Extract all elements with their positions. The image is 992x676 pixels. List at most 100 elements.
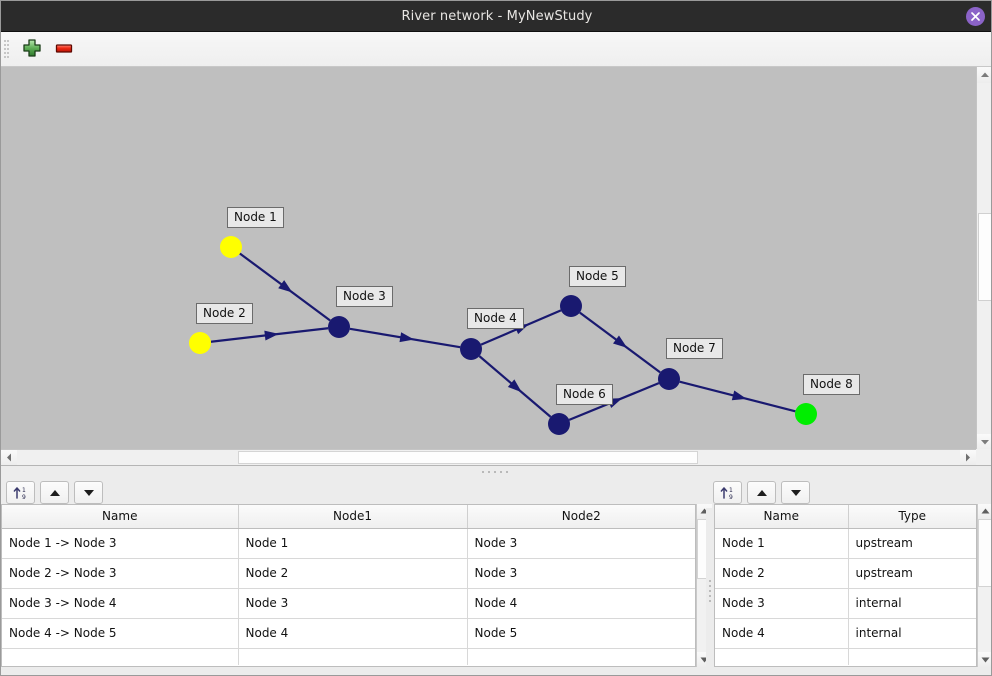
table-cell[interactable]: Node 1 <box>715 528 849 559</box>
close-icon[interactable] <box>966 7 985 26</box>
diagram-vscroll-thumb[interactable] <box>978 213 991 301</box>
reaches-move-up-button[interactable] <box>40 481 69 504</box>
table-cell[interactable]: Node 4 -> Node 5 <box>2 618 239 649</box>
table-cell[interactable]: Node 1 <box>238 528 468 559</box>
graph-node-node7[interactable] <box>658 368 680 390</box>
table-cell-empty <box>467 648 695 665</box>
nodes-vertical-scrollbar[interactable] <box>977 504 991 667</box>
table-cell[interactable]: upstream <box>848 528 976 559</box>
scroll-down-icon[interactable] <box>977 434 991 450</box>
table-cell[interactable]: upstream <box>848 558 976 589</box>
svg-text:9: 9 <box>22 494 26 501</box>
arrow-icon <box>613 335 628 348</box>
red-rectangle-icon[interactable] <box>51 37 77 61</box>
column-header-node1[interactable]: Node1 <box>238 505 468 529</box>
table-cell[interactable]: Node 3 <box>467 558 695 589</box>
scroll-right-icon[interactable] <box>960 450 976 465</box>
table-cell[interactable]: Node 2 <box>715 558 849 589</box>
svg-text:1: 1 <box>729 487 733 494</box>
splitter-grip-icon <box>709 580 712 602</box>
node-label-node4[interactable]: Node 4 <box>467 308 524 329</box>
column-header-name[interactable]: Name <box>2 505 239 529</box>
arrow-icon <box>507 379 522 393</box>
table-cell[interactable]: internal <box>848 588 976 619</box>
graph-node-node8[interactable] <box>795 403 817 425</box>
graph-node-node6[interactable] <box>548 413 570 435</box>
arrow-icon <box>264 330 279 341</box>
nodes-vscroll-thumb[interactable] <box>978 519 991 587</box>
reaches-move-down-button[interactable] <box>74 481 103 504</box>
horizontal-splitter[interactable] <box>1 466 991 478</box>
table-cell-empty <box>2 648 239 665</box>
nodes-toolbar: 1 9 <box>713 478 991 508</box>
table-cell[interactable]: Node 5 <box>467 618 695 649</box>
graph-node-node3[interactable] <box>328 316 350 338</box>
table-cell[interactable]: Node 3 <box>467 528 695 559</box>
svg-text:1: 1 <box>22 487 26 494</box>
table-cell[interactable]: Node 4 <box>467 588 695 619</box>
table-cell[interactable]: Node 4 <box>715 618 849 649</box>
graph-node-node5[interactable] <box>560 295 582 317</box>
node-label-node2[interactable]: Node 2 <box>196 303 253 324</box>
nodes-sort-button[interactable]: 1 9 <box>713 481 742 504</box>
table-row-empty[interactable] <box>2 648 695 665</box>
reaches-sort-button[interactable]: 1 9 <box>6 481 35 504</box>
graph-node-node1[interactable] <box>220 236 242 258</box>
node-label-node7[interactable]: Node 7 <box>666 338 723 359</box>
scroll-left-icon[interactable] <box>1 450 17 465</box>
graph-node-node4[interactable] <box>460 338 482 360</box>
network-graph <box>189 236 817 435</box>
scroll-up-icon[interactable] <box>978 504 991 519</box>
node-label-node5[interactable]: Node 5 <box>569 266 626 287</box>
vertical-splitter[interactable] <box>706 508 714 668</box>
title-bar: River network - MyNewStudy <box>1 1 991 32</box>
window-title: River network - MyNewStudy <box>401 9 593 24</box>
scroll-down-icon[interactable] <box>978 652 991 667</box>
node-label-node6[interactable]: Node 6 <box>556 384 613 405</box>
arrow-icon <box>731 390 747 401</box>
graph-node-node2[interactable] <box>189 332 211 354</box>
table-cell[interactable]: Node 1 -> Node 3 <box>2 528 239 559</box>
network-diagram-canvas[interactable]: Node 1 Node 2 Node 3 Node 4 Node 5 Node 6 Node… <box>1 67 976 450</box>
scroll-up-icon[interactable] <box>977 67 991 83</box>
column-header-type[interactable]: Type <box>848 505 976 529</box>
column-header-name[interactable]: Name <box>715 505 849 529</box>
node-label-node1[interactable]: Node 1 <box>227 207 284 228</box>
table-cell[interactable]: Node 3 -> Node 4 <box>2 588 239 619</box>
diagram-vertical-scrollbar[interactable] <box>976 67 991 450</box>
table-cell[interactable]: Node 2 <box>238 558 468 589</box>
green-plus-icon[interactable] <box>19 37 45 61</box>
diagram-hscroll-thumb[interactable] <box>238 451 698 464</box>
diagram-horizontal-scrollbar[interactable] <box>1 449 976 465</box>
nodes-move-up-button[interactable] <box>747 481 776 504</box>
table-cell[interactable]: internal <box>848 618 976 649</box>
scrollbar-corner <box>976 449 991 465</box>
node-label-node8[interactable]: Node 8 <box>803 374 860 395</box>
column-header-node2[interactable]: Node2 <box>467 505 695 529</box>
edges-layer <box>210 252 796 421</box>
table-cell[interactable]: Node 2 -> Node 3 <box>2 558 239 589</box>
node-label-node3[interactable]: Node 3 <box>336 286 393 307</box>
nodes-move-down-button[interactable] <box>781 481 810 504</box>
table-cell[interactable]: Node 3 <box>238 588 468 619</box>
table-cell-empty <box>238 648 468 665</box>
toolbar-drag-handle[interactable] <box>4 40 9 60</box>
table-cell[interactable]: Node 3 <box>715 588 849 619</box>
arrow-icon <box>399 332 415 343</box>
table-cell[interactable]: Node 4 <box>238 618 468 649</box>
table-row-empty[interactable] <box>715 648 976 665</box>
